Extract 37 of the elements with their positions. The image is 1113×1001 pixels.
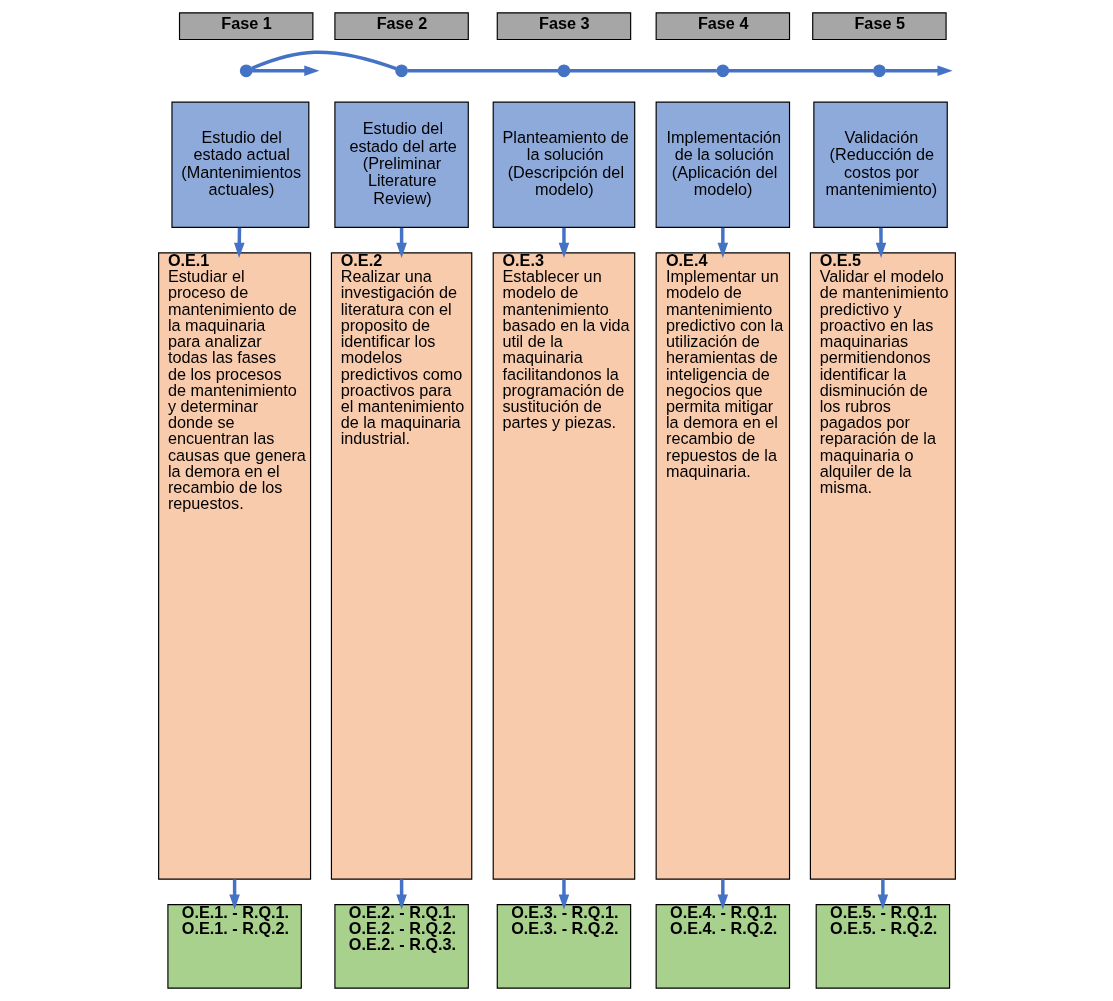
node-box: Fase 2 <box>333 12 469 41</box>
node-box: Estudio del estado actual (Mantenimientos actuales) <box>170 101 309 228</box>
node-box: Fase 5 <box>811 12 947 41</box>
arrow <box>717 227 728 258</box>
node-box: O.E.4. - R.Q.1. O.E.4. - R.Q.2. <box>655 904 790 989</box>
arrow <box>875 227 886 258</box>
node-circle <box>872 64 886 78</box>
node-box: O.E.5 Validar el modelo de mantenimiento predictivo y proactivo en las maquinarias permitiendonos identificar la disminución de los rubros pagados por reparación de la maquinaria o alquiler de la misma. <box>809 252 956 880</box>
node-box: Validación (Reducción de costos por mantenimiento) <box>812 101 948 228</box>
arrow <box>558 879 569 910</box>
arrow <box>251 65 319 77</box>
node-box: Fase 4 <box>655 12 790 41</box>
connector <box>569 69 717 73</box>
arrow <box>884 65 953 77</box>
node-box: Implementación de la solución (Aplicación del modelo) <box>655 101 790 228</box>
node-box: O.E.1. - R.Q.1. O.E.1. - R.Q.2. <box>166 904 302 989</box>
node-box: O.E.5. - R.Q.1. O.E.5. - R.Q.2. <box>815 904 950 989</box>
connector <box>407 69 558 73</box>
node-box: Fase 1 <box>178 12 313 41</box>
node-box: O.E.2 Realizar una investigación de literatura con el proposito de identificar los modelos predictivos como proactivos para el mantenimiento de la maquinaria industrial. <box>330 252 472 880</box>
node-circle <box>715 64 729 78</box>
node-box: O.E.2. - R.Q.1. O.E.2. - R.Q.2. O.E.2. - R.Q.3. <box>333 904 469 989</box>
node-box: Estudio del estado del arte (Preliminar Literature Review) <box>333 101 469 228</box>
node-box: Fase 3 <box>496 12 631 41</box>
node-circle <box>557 64 570 78</box>
arrow <box>558 227 569 258</box>
arrow <box>877 879 888 910</box>
connector <box>728 69 873 73</box>
connector <box>250 50 397 71</box>
node-box: O.E.3 Establecer un modelo de mantenimiento basado en la vida util de la maquinaria facilitandonos la programación de sustitución de partes y piezas. <box>492 252 635 880</box>
node-box: O.E.3. - R.Q.1. O.E.3. - R.Q.2. <box>496 904 631 989</box>
node-circle <box>239 64 253 78</box>
arrow <box>717 879 728 910</box>
node-box: O.E.4 Implementar un modelo de mantenimiento predictivo con la utilización de heramientas de inteligencia de negocios que permita mitigar la demora en el recambio de repuestos de la maquinaria. <box>655 252 790 880</box>
node-circle <box>394 64 408 78</box>
node-box: O.E.1 Estudiar el proceso de mantenimiento de la maquinaria para analizar todas las fases de los procesos de mantenimiento y determinar donde se encuentran las causas que genera la demora en el recambio de los repuestos. <box>157 252 311 880</box>
node-box: Planteamiento de la solución (Descripción del modelo) <box>492 101 635 228</box>
